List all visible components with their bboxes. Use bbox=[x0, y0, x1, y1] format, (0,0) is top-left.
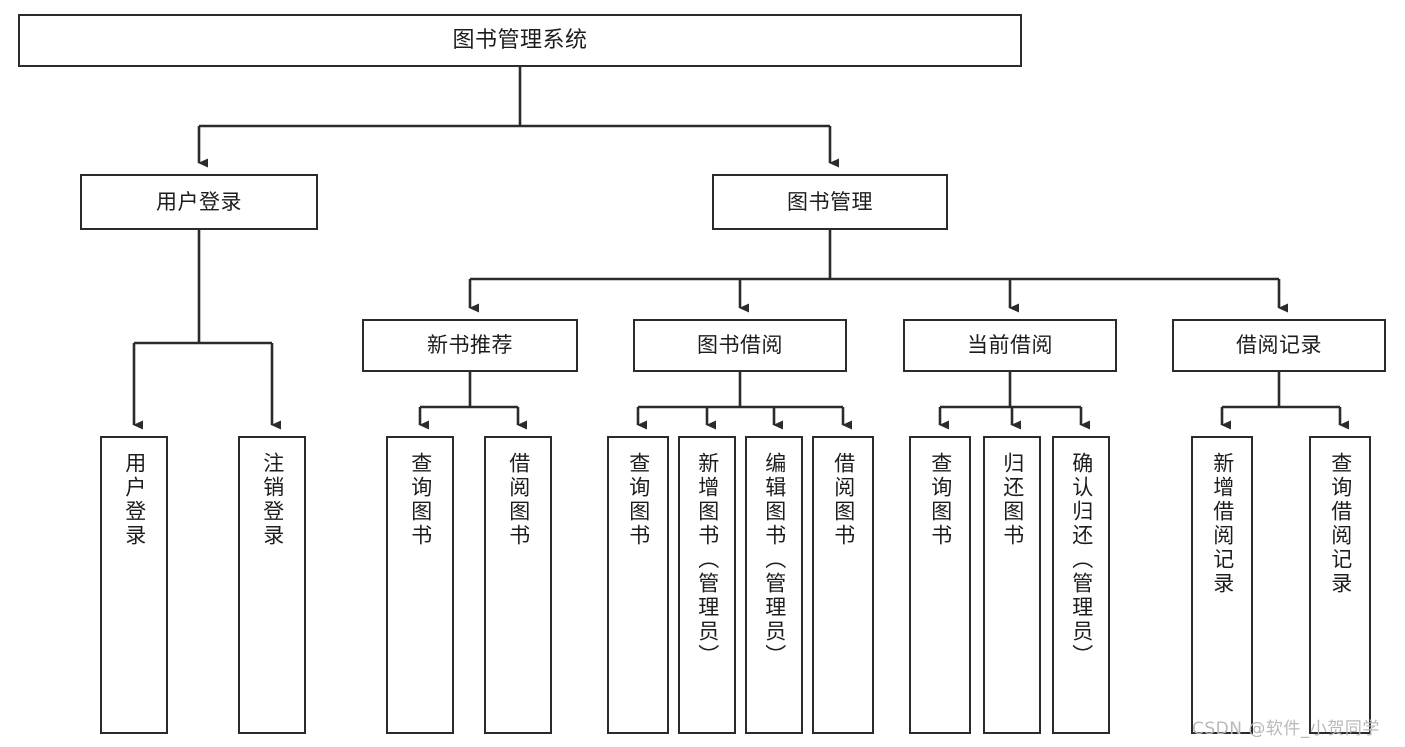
node-label: 查询图书 bbox=[626, 452, 651, 548]
node-label: 借阅记录 bbox=[1236, 333, 1322, 358]
node-label: 编辑图书（管理员） bbox=[762, 452, 787, 668]
node-leaf-return[interactable]: 归还图书 bbox=[983, 436, 1041, 734]
node-l3-record[interactable]: 借阅记录 bbox=[1172, 319, 1386, 372]
node-leaf-borrow1[interactable]: 借阅图书 bbox=[484, 436, 552, 734]
node-leaf-editbook[interactable]: 编辑图书（管理员） bbox=[745, 436, 803, 734]
node-leaf-confirm[interactable]: 确认归还（管理员） bbox=[1052, 436, 1110, 734]
node-label: 用户登录 bbox=[156, 189, 242, 214]
csdn-watermark: CSDN @软件_小贺同学 bbox=[1192, 719, 1380, 739]
node-label: 新增图书（管理员） bbox=[695, 452, 720, 668]
node-label: 查询借阅记录 bbox=[1328, 452, 1353, 596]
node-leaf-query3[interactable]: 查询图书 bbox=[909, 436, 971, 734]
node-leaf-queryrecord[interactable]: 查询借阅记录 bbox=[1309, 436, 1371, 734]
node-label: 查询图书 bbox=[408, 452, 433, 548]
node-label: 借阅图书 bbox=[831, 452, 856, 548]
node-label: 归还图书 bbox=[1000, 452, 1025, 548]
node-label: 用户登录 bbox=[122, 452, 147, 548]
node-label: 图书管理系统 bbox=[452, 27, 588, 53]
node-leaf-query2[interactable]: 查询图书 bbox=[607, 436, 669, 734]
node-label: 借阅图书 bbox=[506, 452, 531, 548]
node-label: 确认归还（管理员） bbox=[1069, 452, 1094, 668]
node-label: 新增借阅记录 bbox=[1210, 452, 1235, 596]
node-label: 图书借阅 bbox=[697, 333, 783, 358]
node-root[interactable]: 图书管理系统 bbox=[18, 14, 1022, 67]
node-leaf-borrow2[interactable]: 借阅图书 bbox=[812, 436, 874, 734]
node-leaf-userlogin[interactable]: 用户登录 bbox=[100, 436, 168, 734]
node-l3-newbook[interactable]: 新书推荐 bbox=[362, 319, 578, 372]
node-leaf-logout[interactable]: 注销登录 bbox=[238, 436, 306, 734]
node-leaf-addbook[interactable]: 新增图书（管理员） bbox=[678, 436, 736, 734]
node-label: 图书管理 bbox=[787, 189, 873, 214]
node-l2-login[interactable]: 用户登录 bbox=[80, 174, 318, 230]
node-label: 新书推荐 bbox=[427, 333, 513, 358]
node-label: 注销登录 bbox=[260, 452, 285, 548]
node-leaf-query1[interactable]: 查询图书 bbox=[386, 436, 454, 734]
node-label: 查询图书 bbox=[928, 452, 953, 548]
node-l3-borrow[interactable]: 图书借阅 bbox=[633, 319, 847, 372]
node-l2-book[interactable]: 图书管理 bbox=[712, 174, 948, 230]
node-leaf-addrecord[interactable]: 新增借阅记录 bbox=[1191, 436, 1253, 734]
node-label: 当前借阅 bbox=[967, 333, 1053, 358]
node-l3-current[interactable]: 当前借阅 bbox=[903, 319, 1117, 372]
